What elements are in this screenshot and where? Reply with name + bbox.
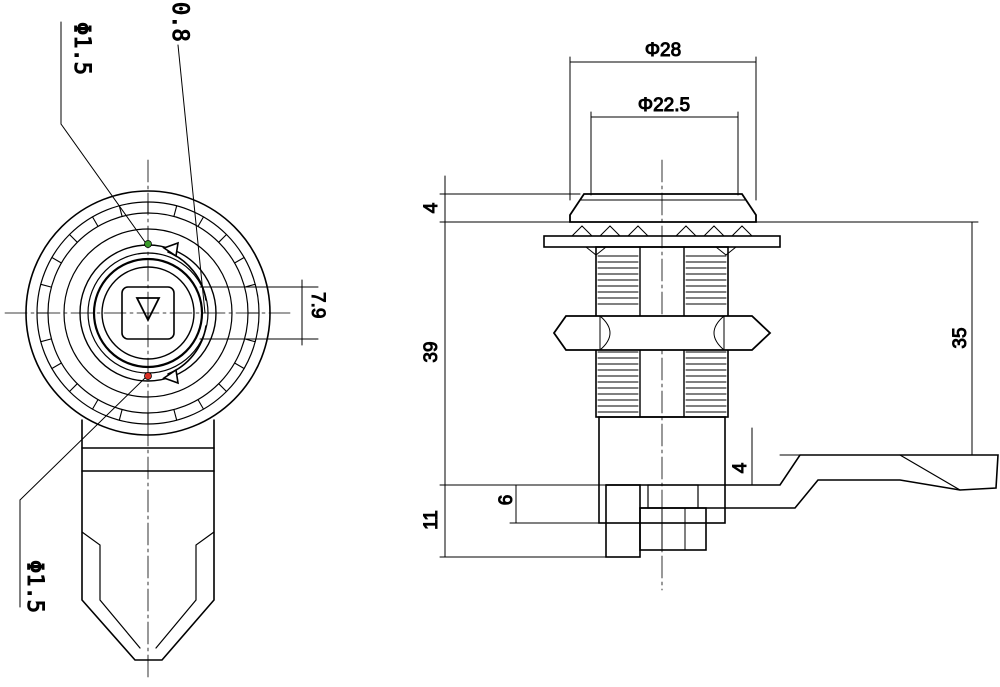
rotation-arrow-icon <box>162 241 207 385</box>
leader-lines <box>19 21 319 608</box>
outer-ring <box>25 190 271 436</box>
ring-7 <box>92 257 204 369</box>
cam-offset-label: 4 <box>730 462 751 473</box>
total-length-label: 39 <box>421 341 442 362</box>
key-slot-label: 7.9 <box>307 292 328 318</box>
dimension-lines <box>439 56 979 558</box>
flange-head <box>569 193 757 223</box>
lever-front <box>81 419 215 661</box>
triangle-down-icon <box>135 297 161 323</box>
flange-diameter-label: Φ28 <box>645 40 681 61</box>
shaft-tail-label: 11 <box>421 510 442 530</box>
dot-top-diameter-label: Φ1.5 <box>69 22 94 75</box>
dot-bottom-diameter-label: Φ1.5 <box>22 560 47 613</box>
cam-thickness-label: 6 <box>496 495 517 506</box>
ring-4 <box>63 228 233 398</box>
tail-nut <box>639 507 707 551</box>
front-view: Φ1.5 0.8 Φ1.5 7.9 <box>4 2 329 681</box>
thread-length-label: 35 <box>950 327 971 348</box>
knurl-ticks <box>36 201 260 425</box>
thread-lines <box>597 255 727 413</box>
red-dot <box>144 372 152 380</box>
clearance-label: 0.8 <box>167 2 192 42</box>
cam-lever <box>605 454 999 509</box>
green-dot <box>144 240 152 248</box>
shaft-tail <box>605 484 641 558</box>
flange-height-label: 4 <box>421 202 442 213</box>
hex-nut <box>552 315 772 351</box>
ring-8 <box>101 266 195 360</box>
body-diameter-label: Φ22.5 <box>638 95 690 116</box>
side-view: Φ28 Φ22.5 4 39 11 6 35 4 <box>421 40 999 591</box>
key-plug-square <box>121 286 175 340</box>
